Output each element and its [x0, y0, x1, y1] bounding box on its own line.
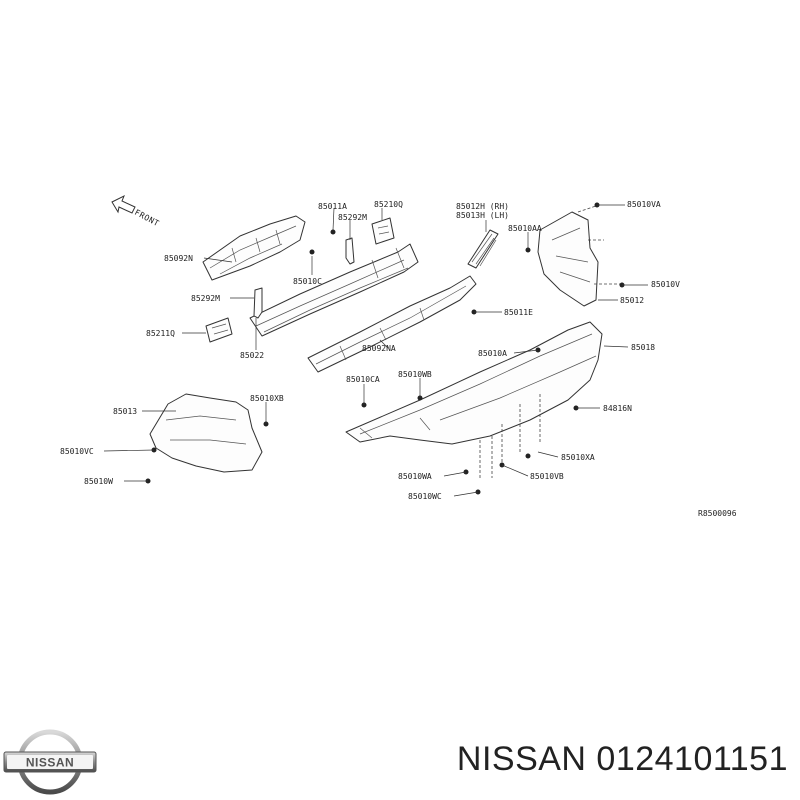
front-direction-label: FRONT — [133, 208, 161, 228]
bracket-85292m-part — [253, 287, 263, 319]
callout-85022: 85022 — [240, 351, 264, 360]
callout-85211q: 85211Q — [146, 329, 175, 338]
bumper-reinforcement-part — [249, 243, 419, 337]
callout-leader-lines — [103, 204, 648, 497]
callout-85010c: 85010C — [293, 277, 322, 286]
callout-85292m: 85292M — [191, 294, 220, 303]
callout-85010vb: 85010VB — [530, 472, 564, 481]
bracket-85211q-part — [205, 317, 233, 343]
nissan-logo-wordmark: NISSAN — [26, 756, 74, 770]
diagram-reference-code: R8500096 — [698, 509, 737, 518]
side-bracket-part — [537, 205, 622, 307]
callout-85010ca: 85010CA — [346, 375, 380, 384]
callout-85011e: 85011E — [504, 308, 533, 317]
callout-85018: 85018 — [631, 343, 655, 352]
callout-85010xb: 85010XB — [250, 394, 284, 403]
callout-85013h: 85013H (LH) — [456, 211, 509, 220]
callout-85010wb: 85010WB — [398, 370, 432, 379]
callout-85011a: 85011A — [318, 202, 347, 211]
callout-85012: 85012 — [620, 296, 644, 305]
bracket-upper-85292m-part — [345, 237, 355, 265]
front-direction-arrow-icon — [111, 194, 136, 214]
side-corner-part — [149, 393, 263, 473]
callout-85010va: 85010VA — [627, 200, 661, 209]
callout-85092n: 85092N — [164, 254, 193, 263]
dashed-support-lines — [479, 394, 541, 480]
callout-85010wa: 85010WA — [398, 472, 432, 481]
callout-85010a: 85010A — [478, 349, 507, 358]
callout-85010vc: 85010VC — [60, 447, 94, 456]
lower-absorber-part — [307, 275, 477, 373]
callout-85210q: 85210Q — [374, 200, 403, 209]
reflector-strip-part — [467, 229, 499, 269]
callout-85010aa: 85010AA — [508, 224, 542, 233]
callout-85010xa: 85010XA — [561, 453, 595, 462]
callout-85010v: 85010V — [651, 280, 680, 289]
callout-85010w: 85010W — [84, 477, 113, 486]
callout-85010wc: 85010WC — [408, 492, 442, 501]
callout-85012h: 85012H (RH) — [456, 202, 509, 211]
bracket-85210q-part — [371, 217, 395, 245]
callout-84816n: 84816N — [603, 404, 632, 413]
callout-85013: 85013 — [113, 407, 137, 416]
part-number-caption: NISSAN 0124101151 — [456, 740, 788, 778]
callout-85092na: 85092NA — [362, 344, 396, 353]
energy-absorber-part — [202, 215, 306, 281]
callout-85292m-upper: 85292M — [338, 213, 367, 222]
nissan-logo-icon: NISSAN — [3, 729, 97, 795]
